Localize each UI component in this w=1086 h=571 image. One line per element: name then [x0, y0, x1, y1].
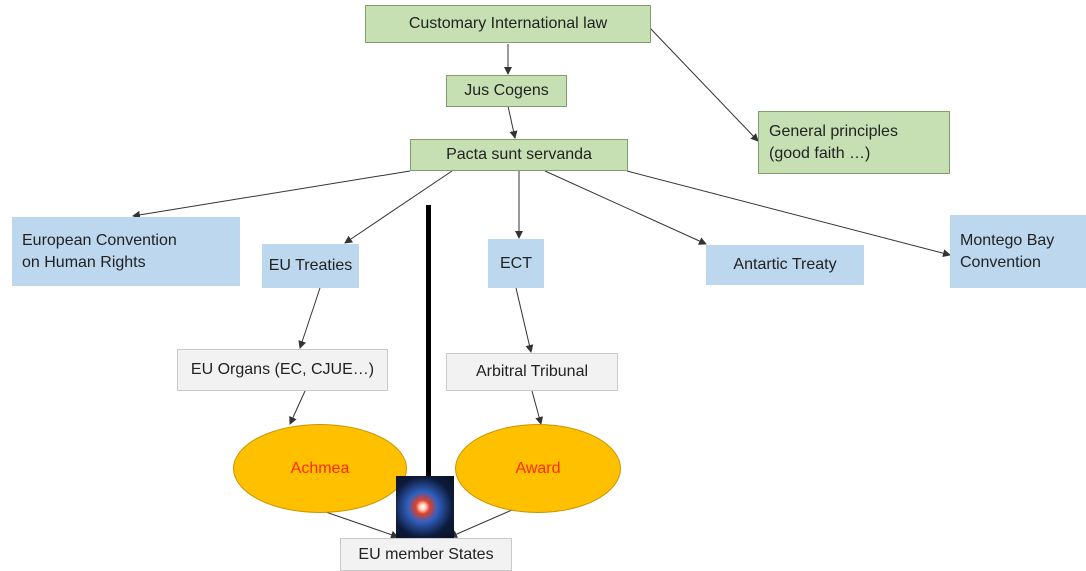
node-eu-member-states: EU member States: [340, 538, 512, 571]
arrow-award-to-memberstates: [449, 509, 513, 538]
arrow-ect-to-arbitral: [515, 287, 534, 353]
node-general-principles: General principles (good faith …): [758, 111, 950, 174]
arrow-organs-to-achmea: [289, 390, 306, 425]
node-award: Award: [455, 424, 621, 513]
arrow-customary-to-general-principles: [649, 27, 759, 142]
divider-bar: [426, 205, 431, 483]
arrow-achmea-to-memberstates: [319, 509, 399, 539]
node-customary-international-law: Customary International law: [365, 5, 651, 43]
node-ect: ECT: [488, 239, 544, 288]
arrow-arbitral-to-award: [531, 390, 544, 425]
space-light-image: [396, 476, 454, 538]
arrow-pacta-to-echr: [132, 170, 411, 219]
arrow-pacta-to-antartic: [544, 170, 707, 245]
node-arbitral-tribunal: Arbitral Tribunal: [446, 353, 618, 391]
node-eu-organs: EU Organs (EC, CJUE…): [177, 349, 388, 391]
node-pacta-sunt-servanda: Pacta sunt servanda: [410, 139, 628, 171]
arrow-pacta-to-montego: [626, 170, 951, 258]
arrow-pacta-to-eu-treaties: [344, 170, 453, 244]
arrow-eutreaties-to-organs: [298, 287, 321, 349]
node-montego-bay-convention: Montego Bay Convention: [950, 215, 1086, 288]
node-eu-treaties: EU Treaties: [262, 244, 359, 288]
node-jus-cogens: Jus Cogens: [446, 75, 567, 107]
node-antartic-treaty: Antartic Treaty: [706, 245, 864, 285]
arrow-juscogens-to-pacta: [507, 105, 518, 139]
node-european-convention-human-rights: European Convention on Human Rights: [12, 217, 240, 286]
node-achmea: Achmea: [233, 424, 407, 513]
